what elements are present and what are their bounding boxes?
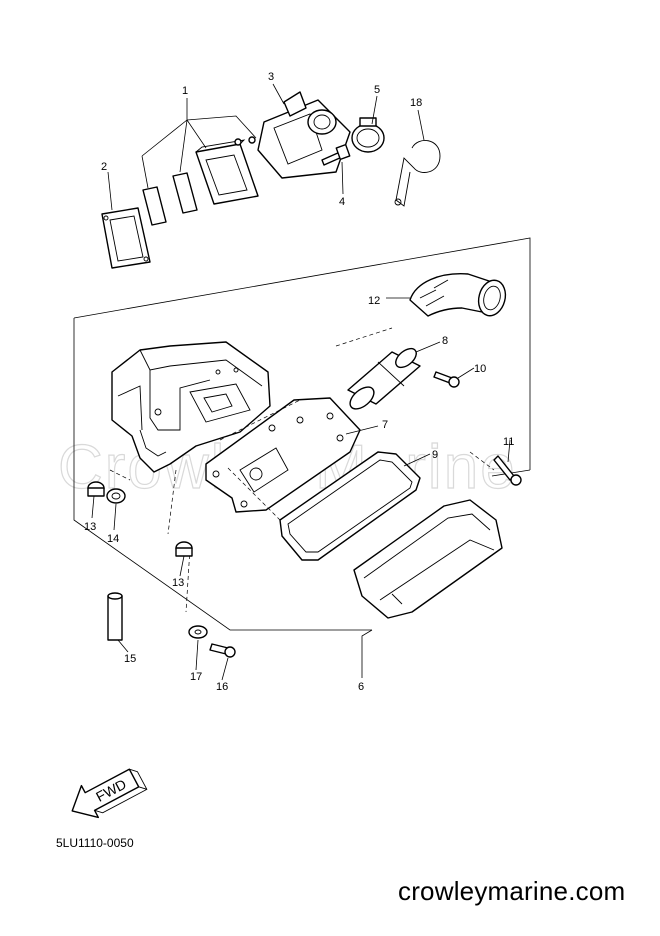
callout-4: 4 [339,196,345,208]
intake-duct-part-12[interactable] [409,273,509,319]
callout-14: 14 [107,533,119,545]
diagram-code: 5LU1110-0050 [56,836,134,850]
intake-manifold-part-3[interactable] [257,91,351,179]
gasket-part-2[interactable] [101,207,151,269]
callout-15: 15 [124,653,136,665]
air-case-body[interactable] [111,341,271,473]
reed-petals[interactable] [142,172,198,226]
alignment-lines [109,327,495,613]
reed-valve-part-1[interactable] [195,136,259,205]
callout-13-a: 13 [84,521,96,533]
screw-part-11[interactable] [493,455,522,486]
screw-part-10[interactable] [433,371,460,388]
site-footer[interactable]: crowleymarine.com [398,876,626,906]
bolt-part-16[interactable] [209,643,236,658]
air-case-cover-part-6[interactable] [353,499,503,619]
callout-13-b: 13 [172,577,184,589]
callout-3: 3 [268,71,274,83]
drain-tube-part-15[interactable] [107,592,123,641]
callout-10: 10 [474,363,486,375]
seal-ring-part-9[interactable] [279,451,421,561]
leader-lines [91,83,511,681]
callout-12: 12 [368,295,380,307]
callout-11: 11 [503,436,514,448]
hose-clamp-part-5[interactable] [351,117,385,153]
intake-tube-part-8[interactable] [346,345,421,413]
spring-clip-part-18[interactable] [394,140,441,207]
plug-part-13-a[interactable] [87,481,105,497]
callout-6: 6 [358,681,364,693]
washer-part-17[interactable] [188,625,208,639]
plug-part-13-b[interactable] [175,541,193,557]
callout-5: 5 [374,84,380,96]
callout-8: 8 [442,335,448,347]
callout-17: 17 [190,671,202,683]
callout-18: 18 [410,97,422,109]
case-gasket-part-7[interactable] [205,397,361,513]
callout-1: 1 [182,85,188,97]
grommet-part-14[interactable] [106,488,126,504]
callout-16: 16 [216,681,228,693]
bolt-part-4[interactable] [321,143,351,166]
callout-2: 2 [101,161,107,173]
callout-7: 7 [382,419,388,431]
callout-9: 9 [432,449,438,461]
fwd-arrow-icon: FWD [71,768,148,819]
